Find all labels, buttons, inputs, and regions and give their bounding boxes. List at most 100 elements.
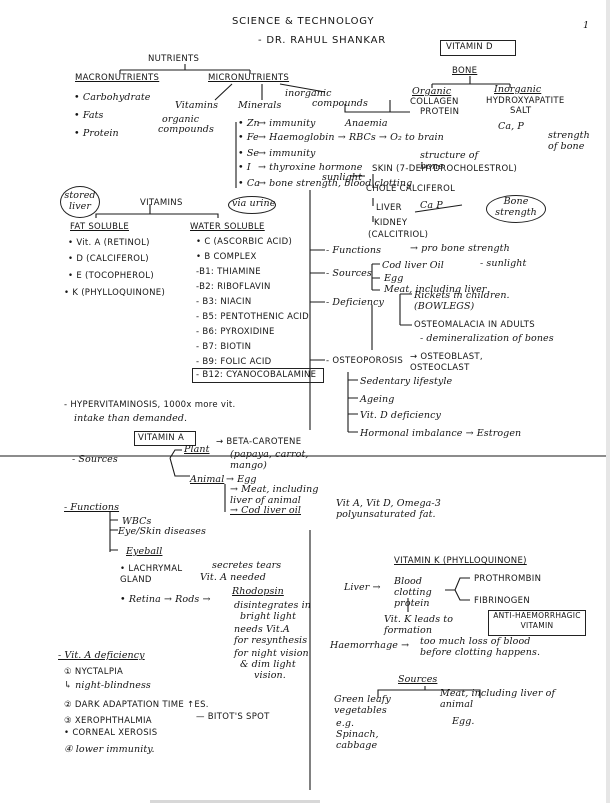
scan-edge: [606, 0, 610, 803]
meat-source: Meat, including liver of animal: [440, 688, 556, 710]
scan-edge: [150, 800, 320, 803]
protein-label: PROTEIN: [420, 107, 460, 117]
rhodopsin-note: needs Vit.A: [234, 624, 290, 635]
kidney-label: KIDNEY: [374, 218, 408, 228]
retina-label: • Retina → Rods →: [120, 594, 211, 605]
skin-diseases-label: Eye/Skin diseases: [118, 526, 206, 537]
water-vitamin: - B12: CYANOCOBALAMINE: [196, 370, 317, 380]
mineral-fe-role: → Haemoglobin → RBCs → O₂ to brain: [258, 132, 444, 143]
meat-source: → Meat, including liver of animal: [230, 484, 319, 506]
vitamin-d-box: [440, 40, 516, 56]
vitd-functions-value: → pro bone strength: [410, 243, 510, 254]
anti-haemorrhagic-label: ANTI-HAEMORRHAGIC VITAMIN: [493, 611, 581, 630]
vitd-source-item: Egg: [384, 273, 404, 284]
rhodopsin-note: for night vision: [234, 648, 309, 659]
vita-deficiency-label: - Vit. A deficiency: [58, 650, 145, 661]
mineral-fe: • Fe: [238, 132, 259, 143]
bone-heading: BONE: [452, 66, 478, 76]
plant-label: Plant: [184, 444, 210, 455]
rickets-label: Rickets in children. (BOWLEGS): [414, 290, 510, 312]
rhodopsin-label: Rhodopsin: [232, 586, 284, 597]
anti-haemorrhagic-box: [488, 610, 586, 636]
prothrombin-label: PROTHROMBIN: [474, 574, 542, 584]
fat-vitamin: • Vit. A (RETINOL): [68, 238, 150, 248]
sunlight-source: - sunlight: [480, 258, 527, 269]
mineral-i-role: → thyroxine hormone: [258, 162, 363, 173]
vitamin-a-box: [134, 431, 196, 446]
demineralization-label: - demineralization of bones: [420, 333, 554, 344]
salt-label: SALT: [510, 106, 532, 116]
fibrinogen-label: FIBRINOGEN: [474, 596, 531, 606]
osteoporosis-cause: Sedentary lifestyle: [360, 376, 453, 387]
mineral-se: • Se: [238, 148, 260, 159]
cholecalciferol-label: CHOLE CALCIFEROL: [366, 184, 456, 194]
mineral-zn-role: → immunity: [258, 118, 316, 129]
ca-p-label: Ca, P: [498, 121, 524, 132]
wbcs-label: WBCs: [122, 516, 152, 527]
vitamins-label: Vitamins: [175, 100, 219, 111]
fat-vitamin: • E (TOCOPHEROL): [68, 271, 154, 281]
water-vitamin: • C (ASCORBIC ACID): [196, 237, 293, 247]
cod-liver-oil-source: → Cod liver oil: [230, 505, 301, 516]
page-title: SCIENCE & TECHNOLOGY: [232, 16, 375, 27]
bone-strength-label: Bone strength: [495, 196, 537, 218]
osteomalacia-label: OSTEOMALACIA IN ADULTS: [414, 320, 535, 330]
water-vitamin: • B COMPLEX: [196, 252, 257, 262]
vit-a-needed-label: Vit. A needed: [200, 572, 266, 583]
mineral-ca: • Ca: [238, 178, 260, 189]
eyeball-label: Eyeball: [126, 546, 163, 557]
deficiency-item: ① NYCTALPIA: [64, 667, 124, 677]
water-vitamin: -B2: RIBOFLAVIN: [196, 282, 271, 292]
vitk-sources-label: Sources: [398, 674, 438, 685]
via-urine-oval: [228, 196, 276, 214]
inorganic-label: inorganic: [285, 88, 332, 99]
rhodopsin-note: & dim light: [240, 659, 296, 670]
vitd-source-item: Meat, including liver: [384, 284, 487, 295]
beta-carotene-label: → BETA-CAROTENE: [216, 437, 302, 447]
compounds-label: compounds: [158, 124, 214, 135]
haemorrhage-label: Haemorrhage →: [330, 640, 410, 651]
hypervitaminosis-line1: - HYPERVITAMINOSIS, 1000x more vit.: [64, 400, 236, 410]
vitamins-heading: VITAMINS: [140, 198, 183, 208]
osteoporosis-cause: Vit. D deficiency: [360, 410, 441, 421]
compounds-label: compounds: [312, 98, 368, 109]
fat-vitamin: • K (PHYLLOQUINONE): [64, 288, 166, 298]
skin-label: SKIN (7-DEHYDROCHOLESTROL): [372, 164, 518, 174]
deficiency-item: ↳ night-blindness: [64, 680, 151, 691]
macronutrients-heading: MACRONUTRIENTS: [75, 73, 160, 83]
vitamin-k-heading: VITAMIN K (PHYLLOQUINONE): [394, 556, 527, 566]
green-leafy-examples: e.g. Spinach, cabbage: [336, 718, 379, 751]
vitd-functions-label: - Functions: [326, 245, 382, 256]
osteoporosis-cause: Ageing: [360, 394, 395, 405]
via-urine-label: via urine: [232, 198, 276, 209]
lachrymal-gland-label: • LACHRYMAL GLAND: [120, 564, 183, 585]
water-vitamin: - B9: FOLIC ACID: [196, 357, 272, 367]
inorganic-label: Inorganic: [494, 84, 542, 95]
mineral-ca-role: → bone strength, blood clotting: [258, 178, 413, 189]
structure-of-bone: structure of bone: [420, 150, 479, 172]
vitd-deficiency-label: - Deficiency: [326, 297, 385, 308]
mineral-zn: • Zn: [238, 118, 260, 129]
vitamin-a-heading: VITAMIN A: [138, 433, 185, 443]
anaemia-label: Anaemia: [345, 118, 388, 129]
liver-label: Liver →: [344, 582, 381, 593]
water-vitamin: - B7: BIOTIN: [196, 342, 252, 352]
rhodopsin-note: disintegrates in: [234, 600, 311, 611]
vitamin-d-heading: VITAMIN D: [446, 42, 493, 52]
bone-strength-oval: [486, 195, 546, 223]
bitots-spot-label: — BITOT'S SPOT: [196, 712, 270, 722]
sunlight-label: sunlight: [322, 172, 363, 183]
liver-label: LIVER: [376, 203, 402, 213]
osteoporosis-cause: Hormonal imbalance → Estrogen: [360, 428, 522, 439]
collagen-label: COLLAGEN: [410, 97, 459, 107]
water-vitamin: - B6: PYROXIDINE: [196, 327, 275, 337]
b12-box: [192, 368, 324, 383]
water-vitamin: - B3: NIACIN: [196, 297, 252, 307]
water-vitamin: -B1: THIAMINE: [196, 267, 261, 277]
stored-liver-oval: [60, 186, 100, 218]
stored-liver-label: stored liver: [64, 190, 96, 212]
deficiency-item: ④ lower immunity.: [64, 744, 155, 755]
fat-vitamin: • D (CALCIFEROL): [68, 254, 149, 264]
